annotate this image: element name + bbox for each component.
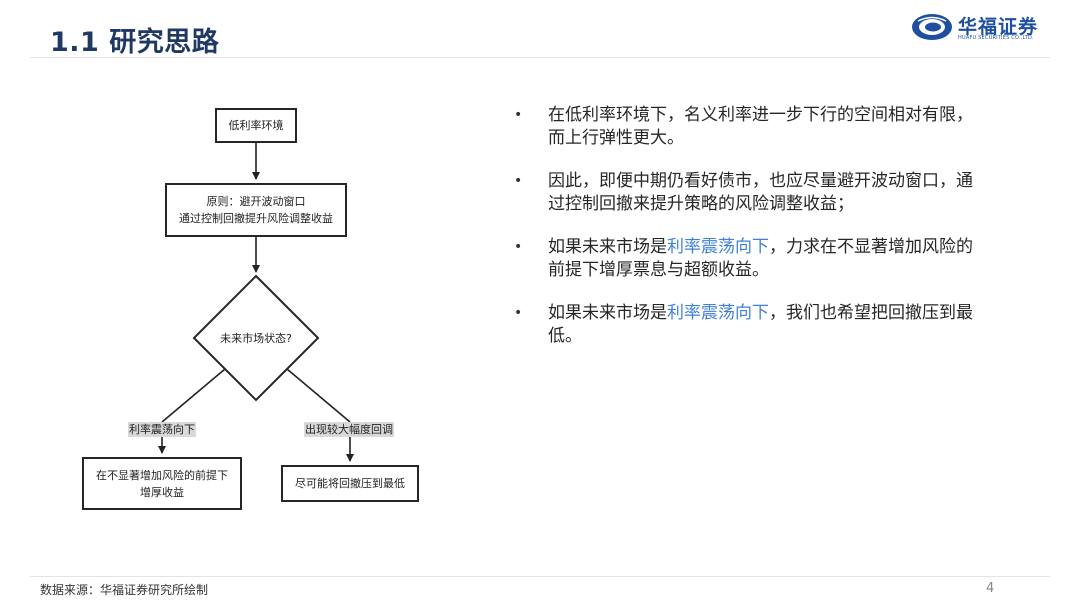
bullet-icon: • — [514, 173, 523, 189]
flow-node-principle-line1: 原则：避开波动窗口 — [206, 195, 306, 208]
bullet-item: • 在低利率环境下，名义利率进一步下行的空间相对有限，而上行弹性更大。 — [510, 104, 980, 150]
footer-divider — [30, 576, 1050, 577]
bullet-text-after: ，我们也希望把回撤压到最低。 — [548, 303, 973, 346]
page-number: 4 — [986, 581, 995, 596]
bullet-text-before: 如果未来市场是 — [548, 303, 667, 323]
bullet-icon: • — [514, 305, 523, 321]
branch-right-label: 出现较大幅度回调 — [304, 422, 394, 437]
flow-node-start: 低利率环境 — [215, 108, 297, 143]
flow-node-left-outcome: 在不显著增加风险的前提下 增厚收益 — [82, 457, 242, 510]
bullet-highlight: 利率震荡向下 — [667, 303, 769, 323]
page-title: 1.1 研究思路 — [50, 27, 220, 58]
flow-node-left-outcome-line1: 在不显著增加风险的前提下 — [96, 468, 228, 482]
company-logo: 华福证券 HUAFU SECURITIES CO.,LTD. — [910, 12, 1045, 44]
flow-node-principle-line2: 通过控制回撤提升风险调整收益 — [179, 212, 333, 225]
branch-right-line — [286, 368, 351, 423]
logo-text-cn: 华福证券 — [958, 16, 1039, 38]
branch-left-label: 利率震荡向下 — [128, 422, 196, 437]
bullet-highlight: 利率震荡向下 — [667, 237, 769, 257]
branch-left-line — [161, 368, 226, 423]
header-divider — [30, 57, 1050, 58]
flow-node-principle: 原则：避开波动窗口 通过控制回撤提升风险调整收益 — [165, 183, 347, 237]
bullet-item: • 如果未来市场是利率震荡向下，我们也希望把回撤压到最低。 — [510, 302, 980, 348]
bullet-text: 在低利率环境下，名义利率进一步下行的空间相对有限，而上行弹性更大。 — [548, 105, 973, 148]
bullet-item: • 如果未来市场是利率震荡向下，力求在不显著增加风险的前提下增厚票息与超额收益。 — [510, 236, 980, 282]
bullet-text: 因此，即便中期仍看好债市，也应尽量避开波动窗口，通过控制回撤来提升策略的风险调整… — [548, 171, 973, 214]
bullet-list: • 在低利率环境下，名义利率进一步下行的空间相对有限，而上行弹性更大。 • 因此… — [510, 104, 980, 368]
huafu-logo-icon — [912, 14, 952, 40]
bullet-item: • 因此，即便中期仍看好债市，也应尽量避开波动窗口，通过控制回撤来提升策略的风险… — [510, 170, 980, 216]
bullet-text-before: 如果未来市场是 — [548, 237, 667, 257]
flow-node-right-outcome: 尽可能将回撤压到最低 — [281, 465, 419, 502]
logo-text-en: HUAFU SECURITIES CO.,LTD. — [958, 35, 1034, 41]
flow-node-right-outcome-label: 尽可能将回撤压到最低 — [295, 477, 405, 490]
flow-decision-label: 未来市场状态? — [220, 332, 292, 345]
bullet-text-after: ，力求在不显著增加风险的前提下增厚票息与超额收益。 — [548, 237, 973, 280]
flow-node-start-label: 低利率环境 — [228, 119, 284, 132]
bullet-icon: • — [514, 239, 523, 255]
flow-node-left-outcome-line2: 增厚收益 — [140, 485, 184, 499]
bullet-icon: • — [514, 107, 523, 123]
data-source-note: 数据来源：华福证券研究所绘制 — [40, 583, 209, 597]
